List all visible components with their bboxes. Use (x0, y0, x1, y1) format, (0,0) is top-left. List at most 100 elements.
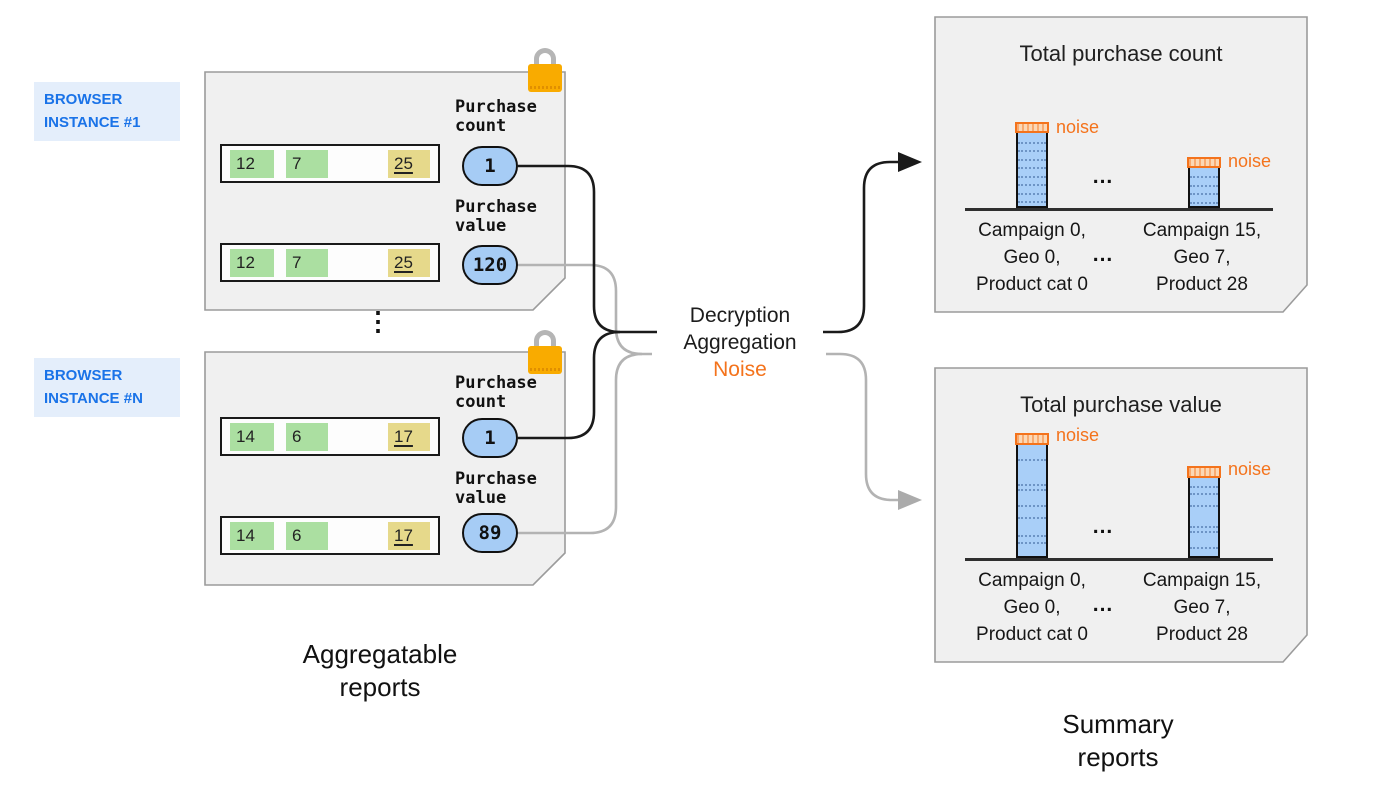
vector-cell-green: 12 (230, 249, 274, 277)
bar-segment (1190, 505, 1218, 526)
summary-report-card-count (934, 16, 1308, 313)
categories-ellipsis: ... (1092, 593, 1114, 616)
noise-label: noise (1228, 459, 1272, 479)
purchase-count-label: Purchase count (455, 97, 537, 136)
badge-line: BROWSER (44, 91, 123, 108)
badge-line: BROWSER (44, 367, 123, 384)
category-label: Campaign 0, Geo 0, Product cat 0 (952, 568, 1112, 649)
process-step-decryption: Decryption (689, 304, 791, 327)
browser-instance-1-badge: BROWSER INSTANCE #1 (34, 82, 180, 141)
browser-instance-n-badge: BROWSER INSTANCE #N (34, 358, 180, 417)
lock-body (528, 64, 562, 92)
purchase-value-label: Purchase value (455, 469, 537, 508)
count-wire-instanceN (518, 330, 621, 440)
categories-ellipsis: ... (1092, 243, 1114, 266)
badge-line: INSTANCE #N (44, 390, 143, 408)
noise-cap (1187, 466, 1221, 478)
bar-segment (1018, 445, 1046, 459)
process-step-aggregation: Aggregation (683, 331, 797, 354)
bars-ellipsis: ... (1092, 165, 1114, 188)
bar-segment (1018, 517, 1046, 535)
category-label: Campaign 15, Geo 7, Product 28 (1122, 568, 1282, 649)
report-vector-row: 12 7 25 (220, 144, 440, 183)
bar-campaign0 (1015, 122, 1049, 210)
bar-segment (1018, 142, 1046, 150)
category-line: Product 28 (1156, 273, 1248, 295)
vector-cell-green: 14 (230, 423, 274, 451)
category-line: Product 28 (1156, 623, 1248, 645)
bar-segment (1190, 193, 1218, 202)
vector-cell-yellow: 25 (388, 249, 430, 277)
noise-label: noise (1056, 117, 1100, 137)
purchase-value-label: Purchase value (455, 197, 537, 236)
category-line: Geo 0, (1003, 596, 1061, 618)
bar-segment (1018, 184, 1046, 193)
vector-cell-yellow: 25 (388, 150, 430, 178)
lock-body (528, 346, 562, 374)
bar-segment (1018, 542, 1046, 560)
category-line: Campaign 15, (1142, 220, 1262, 241)
summary-chart-value: Total purchase value noise noise ... Cam… (935, 368, 1307, 662)
bar-campaign15 (1187, 157, 1221, 210)
vector-cell-green: 12 (230, 150, 274, 178)
lock-icon (528, 330, 562, 374)
bar-segment (1018, 489, 1046, 505)
category-line: Geo 0, (1003, 246, 1061, 268)
category-line: Product cat 0 (976, 273, 1088, 295)
category-label: Campaign 0, Geo 0, Product cat 0 (952, 218, 1112, 299)
black-arrowhead-icon (898, 152, 922, 172)
bar-segment (1018, 201, 1046, 210)
category-label: Campaign 15, Geo 7, Product 28 (1122, 218, 1282, 299)
summary-reports-caption: Summary reports (1062, 709, 1174, 772)
purchase-count-pill: 1 (462, 418, 518, 458)
lock-shackle (534, 330, 556, 347)
vector-cell-green: 7 (286, 249, 328, 277)
bar-segment (1190, 176, 1218, 185)
x-axis (965, 208, 1273, 211)
badge-line: INSTANCE #1 (44, 114, 141, 132)
count-wire-to-summary (823, 160, 898, 334)
vertical-ellipsis: ⋮ (365, 306, 391, 336)
vector-cell-green: 6 (286, 522, 328, 550)
value-wire-instanceN (518, 352, 643, 535)
bar-segment (1190, 486, 1218, 493)
gray-arrowhead-icon (898, 490, 922, 510)
bar-campaign15 (1187, 466, 1221, 560)
bar-segment (1018, 150, 1046, 159)
summary-chart-count: Total purchase count noise noise ... Cam… (935, 17, 1307, 312)
bar-segment (1190, 547, 1218, 560)
lock-icon (528, 48, 562, 92)
bar-segment (1018, 459, 1046, 484)
noise-label: noise (1228, 151, 1272, 171)
category-line: Product cat 0 (976, 623, 1088, 645)
lock-shackle (534, 48, 556, 65)
report-vector-row: 14 6 17 (220, 516, 440, 555)
bar-segment (1190, 493, 1218, 505)
process-steps: Decryption Aggregation Noise (640, 302, 840, 383)
noise-cap (1187, 157, 1221, 168)
bar-segment (1018, 133, 1046, 142)
value-wire-instance1 (518, 263, 652, 356)
bar-segment (1190, 531, 1218, 547)
count-wire-instance1 (518, 164, 657, 334)
bar-segment (1190, 526, 1218, 531)
noise-cap (1015, 433, 1049, 445)
purchase-count-pill: 1 (462, 146, 518, 186)
noise-label: noise (1056, 425, 1100, 445)
bar-segment (1190, 185, 1218, 193)
chart-title: Total purchase count (1019, 41, 1223, 66)
report-vector-row: 14 6 17 (220, 417, 440, 456)
noise-cap (1015, 122, 1049, 133)
category-line: Campaign 0, (978, 570, 1086, 591)
bar-segment (1018, 159, 1046, 167)
bar-segment (1018, 505, 1046, 517)
category-line: Campaign 0, (978, 220, 1086, 241)
vector-cell-green: 14 (230, 522, 274, 550)
bar-segment (1018, 176, 1046, 184)
bars-ellipsis: ... (1092, 515, 1114, 538)
bar-segment (1190, 202, 1218, 210)
bar-segment (1190, 478, 1218, 486)
bar-segment (1190, 168, 1218, 176)
vector-cell-yellow: 17 (388, 522, 430, 550)
